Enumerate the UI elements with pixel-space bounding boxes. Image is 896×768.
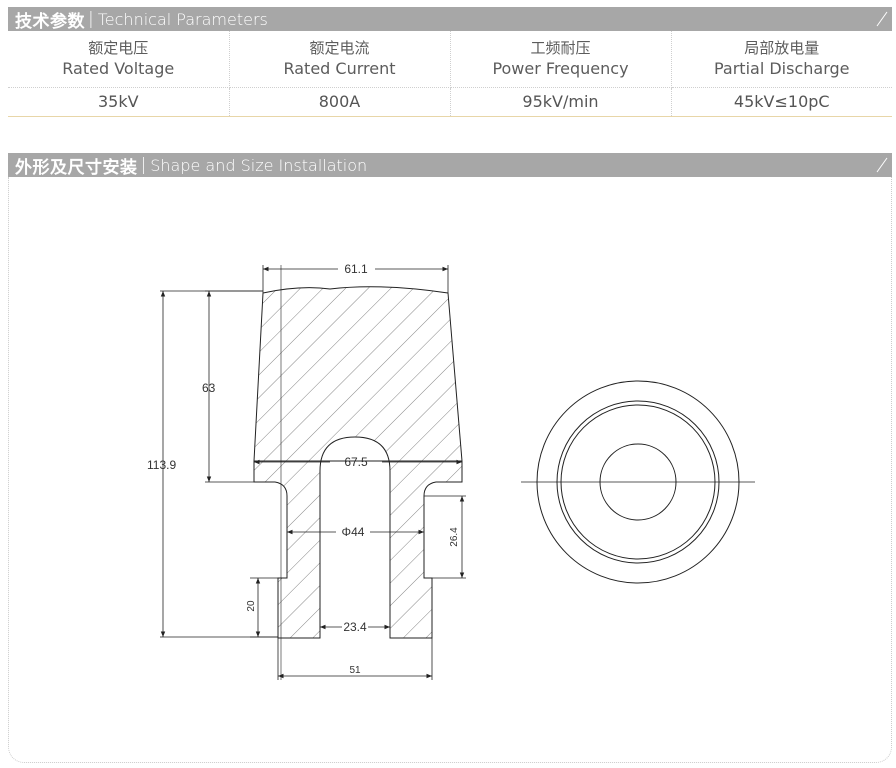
header-power-frequency: 工频耐压 Power Frequency <box>450 31 672 88</box>
table-row: 35kV 800A 95kV/min 45kV≤10pC <box>8 87 892 116</box>
dim-neck-height: 26.4 <box>449 527 460 547</box>
parameters-table: 额定电压 Rated Voltage 额定电流 Rated Current 工频… <box>8 31 892 116</box>
shape-size-header: 外形及尺寸安装 | Shape and Size Installation <box>8 153 892 177</box>
drawing-frame <box>8 177 892 763</box>
value-partial-discharge: 45kV≤10pC <box>733 92 830 112</box>
title-separator: | <box>140 155 147 175</box>
dim-bore-diameter: Φ44 <box>342 525 365 539</box>
dim-bottom-height: 20 <box>246 600 257 612</box>
header-label-zh: 额定电流 <box>309 38 370 57</box>
dimensions <box>160 265 466 680</box>
value-power-frequency: 95kV/min <box>450 87 672 116</box>
header-rated-voltage: 额定电压 Rated Voltage <box>8 31 230 88</box>
header-rated-current: 额定电流 Rated Current <box>229 31 451 88</box>
table-bottom-divider <box>8 116 892 117</box>
section-title-zh: 技术参数 <box>15 11 85 32</box>
header-label-en: Rated Voltage <box>62 58 175 78</box>
section-title-en: Technical Parameters <box>97 9 268 29</box>
header-label-zh: 额定电压 <box>88 38 149 57</box>
section-title-zh: 外形及尺寸安装 <box>15 157 138 178</box>
header-label-en: Power Frequency <box>492 58 629 78</box>
corner-slash-icon <box>876 157 888 173</box>
bushing-section-view <box>253 286 463 639</box>
header-partial-discharge: 局部放电量 Partial Discharge <box>671 31 892 88</box>
dim-base-width: 51 <box>349 665 361 676</box>
header-label-zh: 工频耐压 <box>530 38 591 57</box>
title-separator: | <box>88 9 94 29</box>
technical-parameters-header: 技术参数 | Technical Parameters <box>8 7 892 31</box>
value-rated-current: 800A <box>229 87 451 116</box>
header-label-en: Partial Discharge <box>713 58 850 78</box>
dim-top-width: 61.1 <box>344 262 368 276</box>
section-title-en: Shape and Size Installation <box>150 155 368 175</box>
table-header-row: 额定电压 Rated Voltage 额定电流 Rated Current 工频… <box>8 31 892 88</box>
dim-total-height: 113.9 <box>147 458 176 472</box>
dim-mid-width: 67.5 <box>344 455 368 469</box>
dim-inner-width: 23.4 <box>343 620 367 634</box>
bushing-top-view <box>521 380 755 584</box>
corner-slash-icon <box>876 11 888 27</box>
header-label-en: Rated Current <box>283 58 396 78</box>
value-rated-voltage: 35kV <box>8 87 230 116</box>
header-label-zh: 局部放电量 <box>744 38 820 57</box>
dim-upper-height: 63 <box>202 381 216 395</box>
